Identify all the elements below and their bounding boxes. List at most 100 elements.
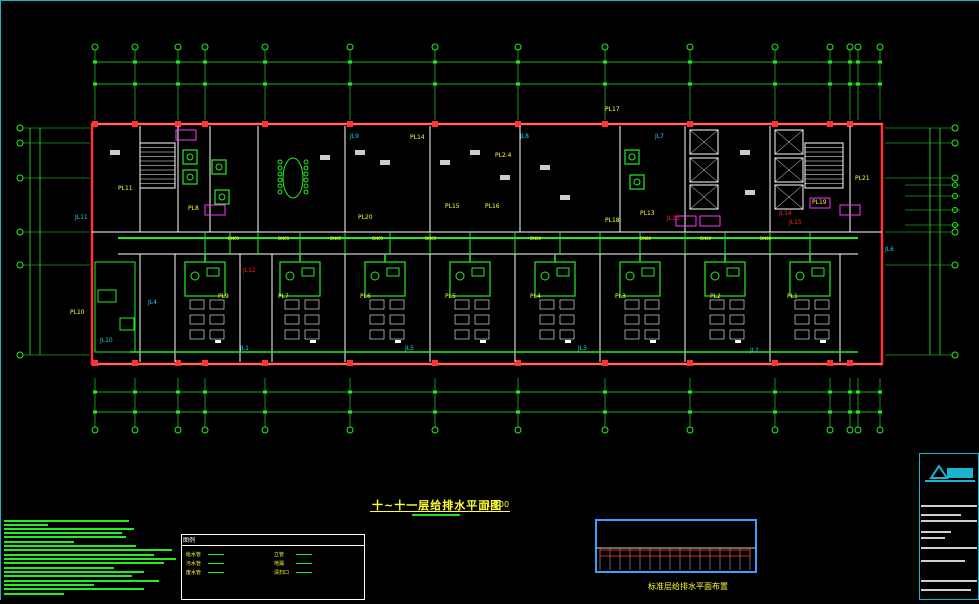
axis-bubble-icon xyxy=(174,426,182,434)
pipe-size-label: DN65 xyxy=(228,236,240,241)
pipe-tag-pl11: PL11 xyxy=(118,185,133,192)
office-desk xyxy=(559,299,575,310)
office-bathroom xyxy=(704,261,746,297)
office-desk xyxy=(559,329,575,340)
dimension-tick xyxy=(176,60,180,64)
axis-bubble-icon xyxy=(16,124,24,132)
pipe-tag-pl20: PL20 xyxy=(358,214,373,221)
axis-bubble-icon xyxy=(431,426,439,434)
pipe-tag-pl18: PL18 xyxy=(605,217,620,224)
toilet-icon xyxy=(624,149,640,165)
chair xyxy=(303,159,309,165)
washbasin-icon xyxy=(206,267,220,277)
chair xyxy=(277,189,283,195)
office-desk xyxy=(284,314,300,325)
toilet-icon xyxy=(182,169,198,185)
axis-bubble-icon xyxy=(826,43,834,51)
washbasin-icon xyxy=(675,215,697,227)
axis-bubble-icon xyxy=(876,43,884,51)
dimension-tick xyxy=(93,82,97,86)
column xyxy=(262,121,268,127)
floor-drain-icon xyxy=(215,340,221,343)
dimension-tick xyxy=(263,60,267,64)
utility-room xyxy=(94,261,136,353)
elevator-icon xyxy=(774,129,804,155)
toilet-icon xyxy=(370,271,380,281)
axis-bubble-icon xyxy=(951,174,959,182)
pipe-size-label: DN80 xyxy=(530,236,542,241)
key-plan-outline xyxy=(595,519,757,573)
sheet-border-top xyxy=(0,0,979,1)
column xyxy=(92,121,98,127)
axis-bubble-icon xyxy=(261,43,269,51)
axis-bubble-icon xyxy=(952,207,958,213)
axis-bubble-icon xyxy=(951,228,959,236)
chair xyxy=(303,177,309,183)
office-desk xyxy=(729,329,745,340)
column xyxy=(202,121,208,127)
axis-bubble-icon xyxy=(91,43,99,51)
office-desk xyxy=(729,314,745,325)
office-desk xyxy=(709,299,725,310)
column xyxy=(202,360,208,366)
floor-drain-icon xyxy=(820,340,826,343)
column xyxy=(772,360,778,366)
office-desk xyxy=(539,299,555,310)
column xyxy=(687,121,693,127)
title-block-row xyxy=(921,560,965,562)
pipe-tag-pl13: PL13 xyxy=(640,210,655,217)
legend-row: 废水管 xyxy=(186,570,202,576)
elevator-cross xyxy=(774,157,804,183)
dimension-tick xyxy=(433,390,437,394)
office-desk xyxy=(304,329,320,340)
column xyxy=(175,360,181,366)
furniture xyxy=(540,165,550,170)
toilet-bowl xyxy=(218,193,226,201)
chair xyxy=(303,183,309,189)
conference-table xyxy=(282,157,304,199)
washbasin-icon xyxy=(641,267,655,277)
elevator-cross xyxy=(689,129,719,155)
chair xyxy=(277,159,283,165)
chair xyxy=(277,171,283,177)
pipe-tag-pl6: PL6 xyxy=(360,293,371,300)
dimension-tick xyxy=(773,60,777,64)
legend-row: 污水管 xyxy=(186,561,202,567)
dimension-tick xyxy=(688,60,692,64)
pipe-tag-jl14: JL14 xyxy=(778,210,792,217)
column xyxy=(515,360,521,366)
office-bathroom xyxy=(789,261,831,297)
axis-bubble-icon xyxy=(346,43,354,51)
pipe-tag-pl17: PL17 xyxy=(605,106,620,113)
column xyxy=(432,121,438,127)
axis-bubble-icon xyxy=(686,43,694,51)
dimension-tick xyxy=(348,390,352,394)
office-desk xyxy=(389,299,405,310)
pipe-tag-jl5: JL5 xyxy=(404,345,414,352)
dimension-tick xyxy=(828,410,832,414)
pipe-tag-pl2.4: PL2.4 xyxy=(495,152,512,159)
office-desk xyxy=(559,314,575,325)
office-desk xyxy=(209,299,225,310)
chair xyxy=(277,165,283,171)
column xyxy=(175,121,181,127)
legend-swatch xyxy=(296,563,312,564)
axis-bubble-icon xyxy=(854,43,862,51)
axis-bubble-icon xyxy=(601,426,609,434)
furniture xyxy=(110,150,120,155)
pipe-tag-pl9: PL9 xyxy=(218,293,229,300)
title-block-row xyxy=(921,589,971,591)
column xyxy=(687,360,693,366)
elevator-icon xyxy=(774,184,804,210)
axis-bubble-icon xyxy=(201,426,209,434)
dimension-tick xyxy=(856,60,860,64)
pipe-tag-jl2: JL2 xyxy=(749,347,759,354)
toilet-icon xyxy=(190,271,200,281)
legend-header-line xyxy=(182,545,364,546)
pipe-tag-pl14: PL14 xyxy=(410,134,425,141)
pipe-tag-jl11: JL11 xyxy=(74,214,88,221)
title-underline xyxy=(370,511,510,512)
dimension-tick xyxy=(603,410,607,414)
pipe-size-label: DN65 xyxy=(330,236,342,241)
